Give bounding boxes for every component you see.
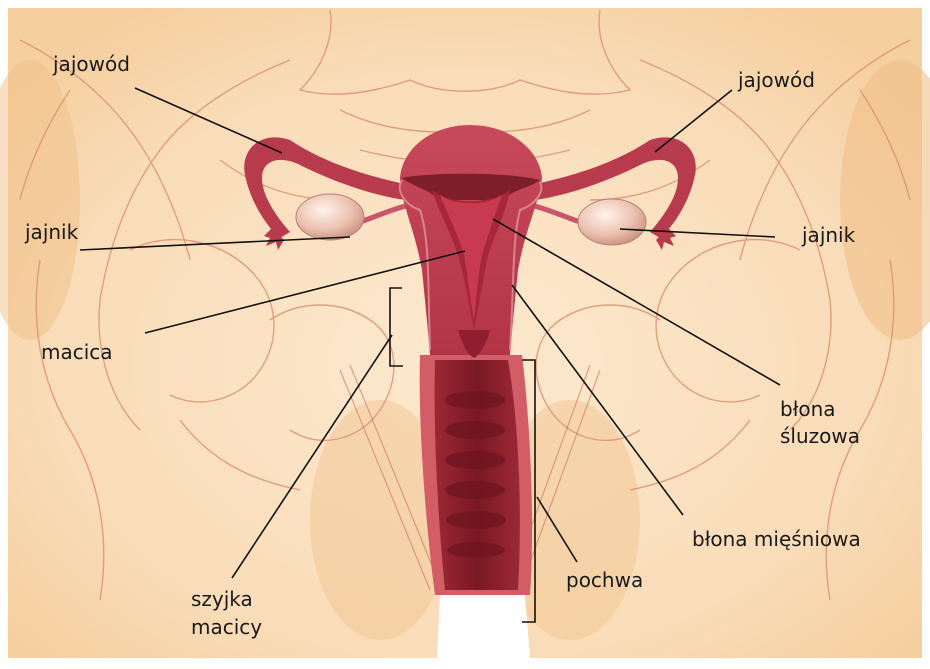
label-blona-sluzowa-1: błona xyxy=(780,397,836,421)
ovary-left xyxy=(296,194,364,240)
label-szyjka-1: szyjka xyxy=(191,587,253,611)
label-jajowod-left: jajowód xyxy=(53,52,130,76)
label-macica: macica xyxy=(41,340,113,364)
label-pochwa: pochwa xyxy=(566,568,643,592)
label-jajnik-left: jajnik xyxy=(25,220,78,244)
label-jajowod-right: jajowód xyxy=(738,68,815,92)
label-blona-miesniowa: błona mięśniowa xyxy=(692,527,861,551)
label-blona-sluzowa-2: śluzowa xyxy=(780,424,860,448)
label-szyjka-2: macicy xyxy=(191,615,262,639)
label-jajnik-right: jajnik xyxy=(802,223,855,247)
ovary-right xyxy=(578,199,646,245)
